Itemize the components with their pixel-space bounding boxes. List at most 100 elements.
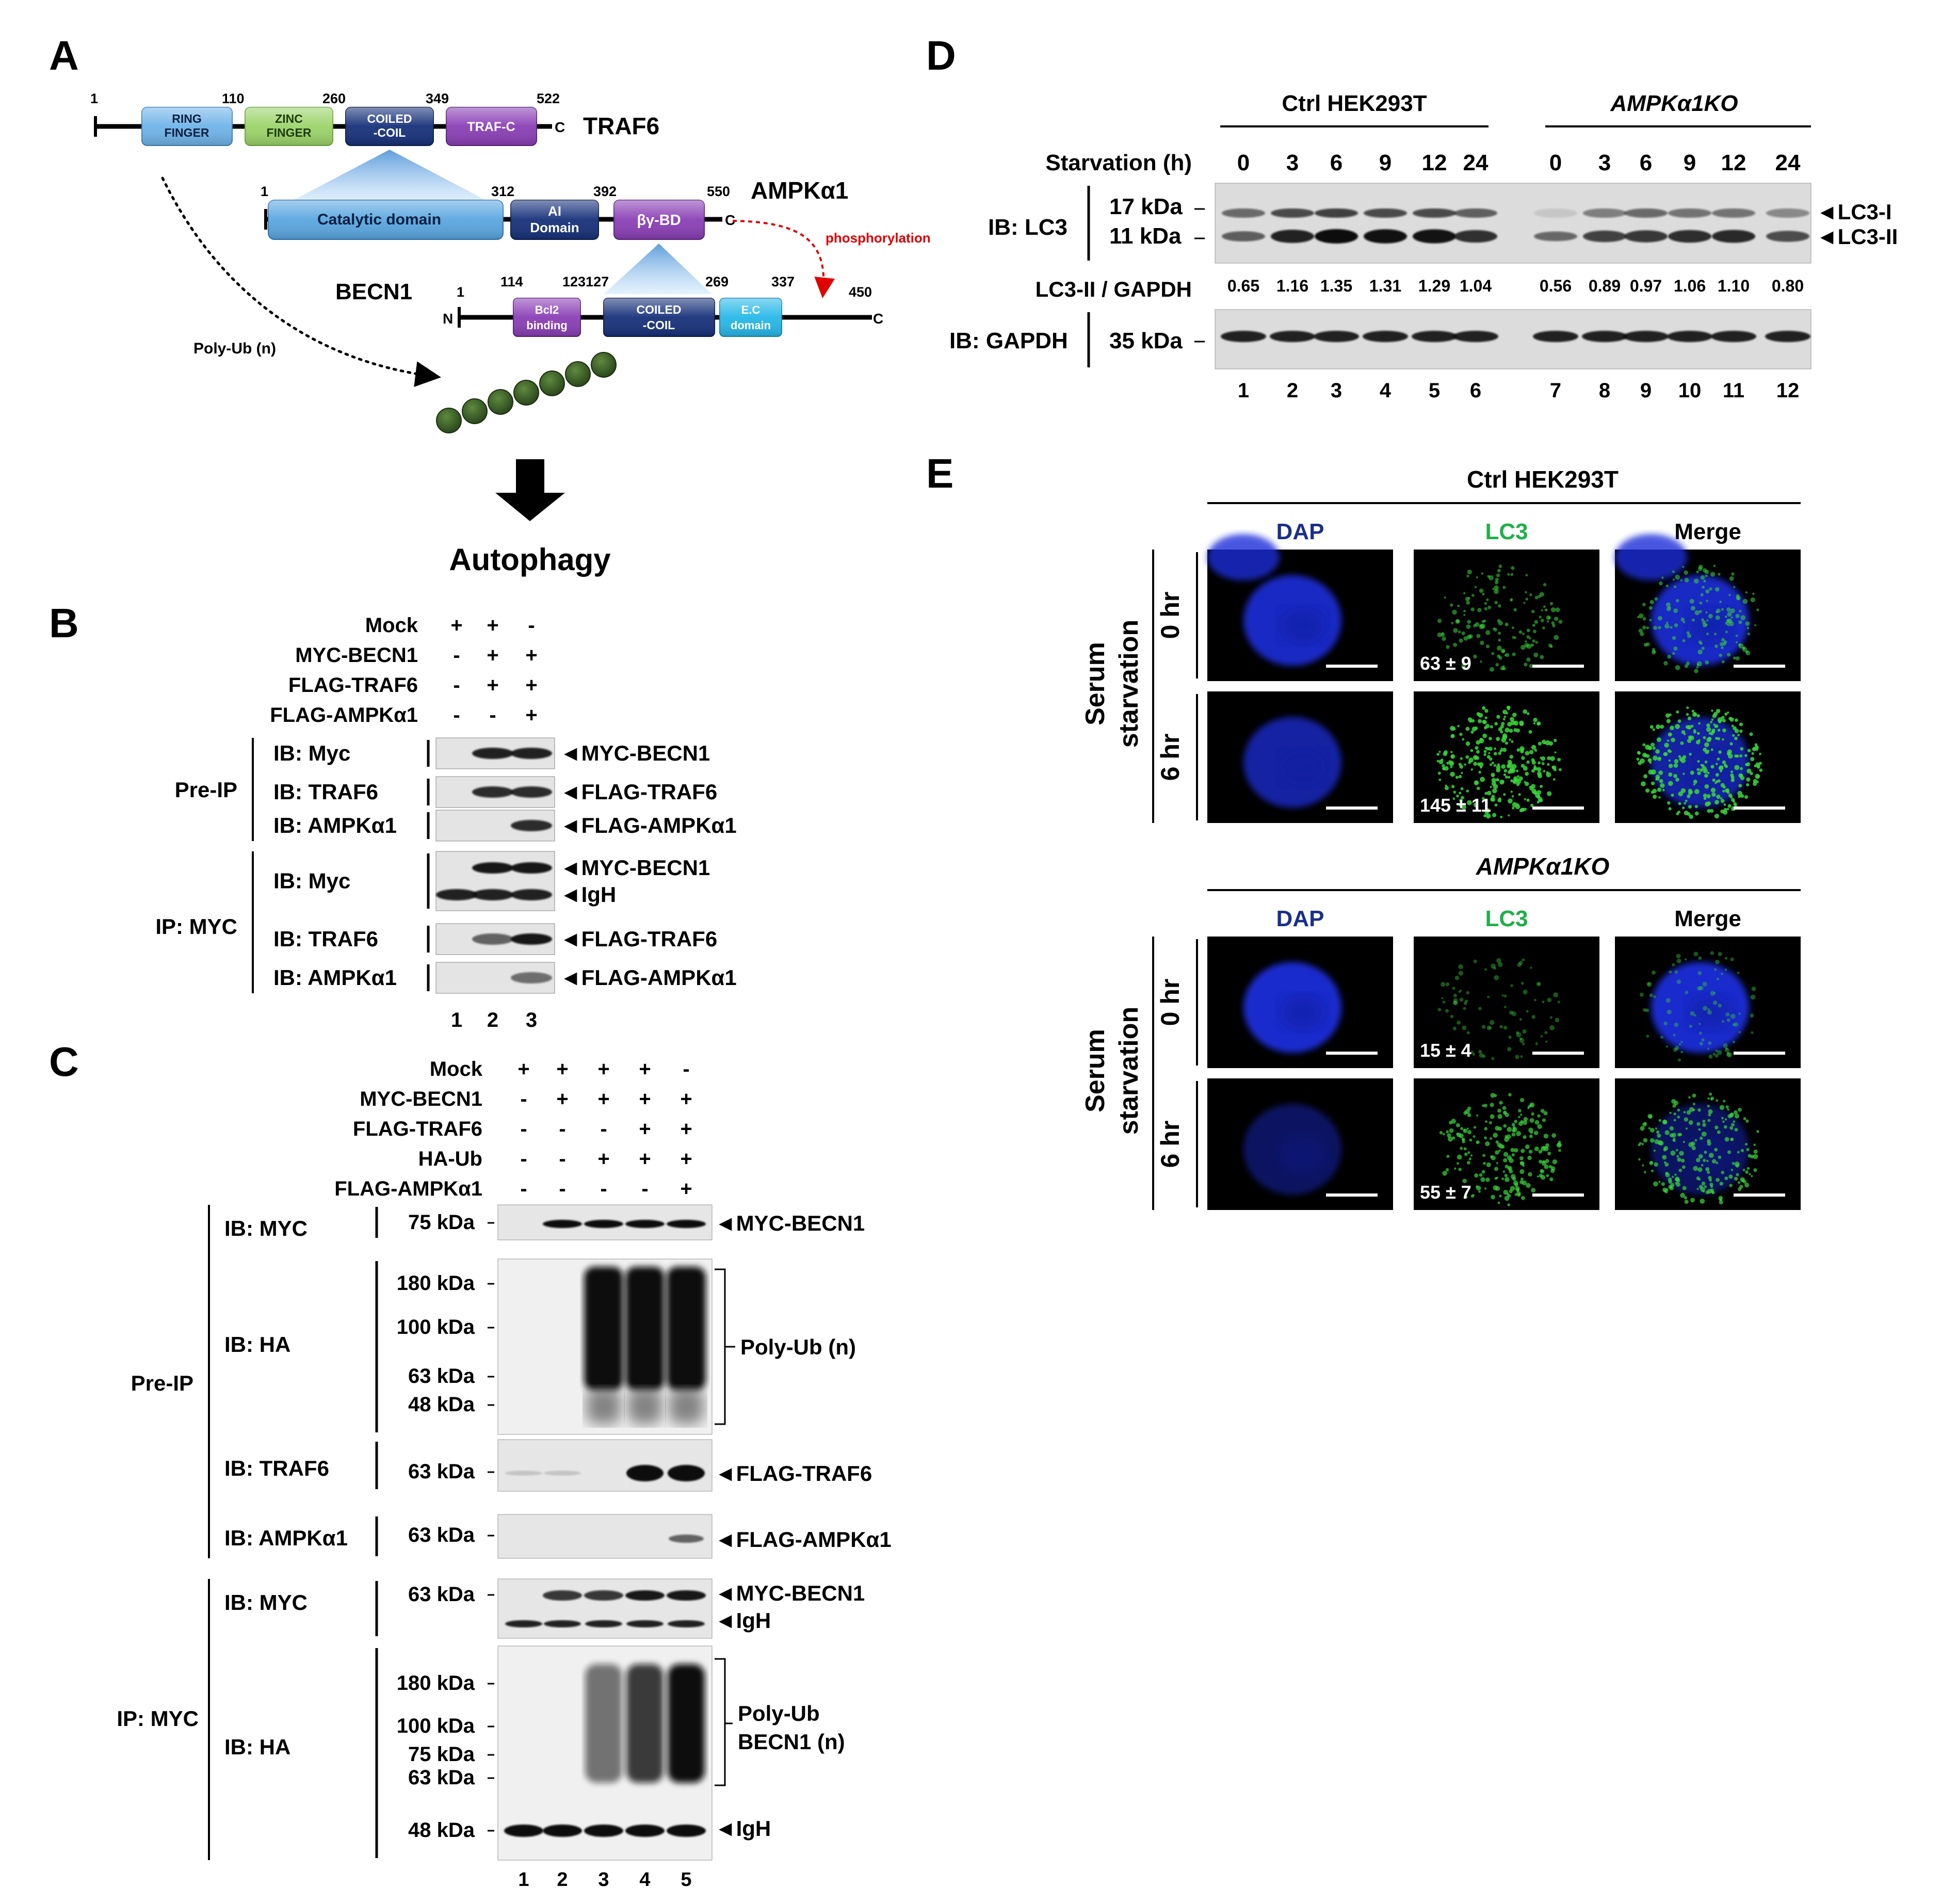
panel-d-lane-number: 1	[1238, 379, 1249, 402]
panel-e-lc3-image: 63 ± 9	[1414, 550, 1599, 681]
panel-d-lc3i-band	[1413, 208, 1456, 218]
panel-b-band	[511, 786, 552, 798]
becn1-pos-123127: 123127	[562, 274, 609, 289]
traf6-pos-522: 522	[537, 91, 560, 106]
panel-c-mw-marker: 63 kDa	[408, 1365, 475, 1387]
panel-d-band-marker: ◄LC3-I	[1816, 200, 1892, 224]
panel-d-lc3ii-band	[1454, 230, 1497, 243]
panel-c-condition-sign: +	[680, 1118, 692, 1140]
panel-a-domain-diagram: 1 110 260 349 522 RING FINGER ZINC FINGE…	[90, 91, 931, 577]
panel-d-timepoint: 9	[1684, 150, 1696, 175]
panel-d-gapdh-band	[1453, 331, 1498, 342]
panel-c-smear	[625, 1267, 665, 1391]
panel-b-band-marker: ◄MYC-BECN1	[560, 856, 710, 880]
panel-c-ib-label: IB: TRAF6	[224, 1456, 329, 1480]
panel-c-mw-marker: 48 kDa	[408, 1393, 475, 1416]
panel-b-lane-number: 2	[487, 1009, 498, 1031]
panel-d-lc3i-band	[1624, 208, 1668, 218]
panel-b-condition-sign: -	[453, 704, 460, 727]
panel-c-condition-sign: -	[520, 1088, 527, 1110]
panel-c-condition-sign: -	[520, 1177, 527, 1200]
traf6-ampk-interaction-funnel	[286, 150, 493, 204]
panel-d-ratio-value: 0.56	[1540, 277, 1572, 295]
panel-d-lane-number: 10	[1678, 379, 1702, 402]
panel-e-time-label: 6 hr	[1156, 734, 1185, 781]
panel-c-band	[668, 1465, 705, 1481]
panel-c-condition-sign: +	[556, 1088, 568, 1110]
panel-d-lc3ii-band	[1271, 230, 1314, 243]
panel-c-mw-marker: 63 kDa	[408, 1766, 475, 1789]
panel-d-mw: 17 kDa	[1109, 194, 1183, 219]
panel-d-ratio-value: 1.35	[1320, 277, 1352, 295]
panel-b-band	[511, 820, 552, 831]
panel-b-band	[511, 933, 552, 945]
panel-d-lane-number: 11	[1723, 379, 1744, 402]
becn1-n-terminal: N	[443, 311, 453, 327]
ampk-domain-bgbd-label: βγ-BD	[637, 212, 681, 229]
panel-c-condition-sign: -	[559, 1177, 565, 1200]
ub-bead	[539, 370, 565, 396]
panel-d-lane-number: 12	[1776, 379, 1800, 402]
panel-d-timepoint: 0	[1549, 150, 1562, 175]
panel-b-condition-label: FLAG-AMPKα1	[270, 704, 418, 727]
becn1-pos-337: 337	[771, 274, 795, 289]
panel-d-lc3i-band	[1668, 208, 1711, 218]
panel-c-group-label: IP: MYC	[117, 1706, 199, 1731]
panel-c-band-marker: Poly-Ub (n)	[740, 1335, 856, 1359]
panel-c-condition-sign: -	[520, 1148, 527, 1170]
ub-bead	[591, 352, 617, 378]
panel-b-band	[472, 889, 513, 900]
panel-e-puncta-count: 55 ± 7	[1420, 1182, 1471, 1203]
panel-b-condition-sign: -	[453, 674, 460, 697]
panel-c-band	[585, 1620, 622, 1627]
panel-b-condition-sign: +	[487, 614, 498, 637]
panel-b-condition-sign: +	[525, 644, 537, 667]
autophagy-label: Autophagy	[449, 542, 611, 577]
panel-d-gapdh-blot	[1215, 309, 1811, 369]
panel-letter-d: D	[926, 33, 956, 78]
panel-c-band	[625, 1590, 665, 1601]
panel-c-mw-marker: 100 kDa	[397, 1316, 475, 1338]
panel-d-lane-number: 2	[1287, 379, 1298, 402]
panel-c-mw-marker: 75 kDa	[408, 1743, 475, 1766]
panel-c-band	[543, 1590, 582, 1601]
becn1-domain-bcl2-line1: Bcl2	[535, 303, 559, 316]
panel-b-ib-label: IB: TRAF6	[273, 927, 378, 951]
panel-c-condition-sign: -	[600, 1118, 607, 1140]
panel-c-condition-sign: -	[559, 1148, 565, 1170]
panel-d-lc3ii-band	[1712, 230, 1755, 243]
panel-c-condition-label: FLAG-TRAF6	[353, 1118, 482, 1140]
panel-b-lane-number: 1	[451, 1009, 462, 1031]
panel-e-block-title: AMPKα1KO	[1476, 853, 1610, 880]
traf6-domain-zinc-line1: ZINC	[275, 112, 303, 125]
panel-c-lane-number: 3	[598, 1869, 609, 1891]
panel-d-timepoint: 9	[1379, 150, 1392, 175]
ampk-protein: 1 312 392 550 Catalytic domain AI Domain…	[261, 177, 848, 240]
becn1-domain-ec-line1: E.C	[741, 303, 761, 316]
panel-letter-a: A	[49, 33, 79, 78]
panel-c-band-marker: ◄MYC-BECN1	[715, 1581, 865, 1605]
panel-e-dapi-image	[1207, 937, 1393, 1068]
panel-c-lane-number: 4	[639, 1869, 650, 1891]
panel-c-mw-marker: 63 kDa	[408, 1583, 475, 1606]
panel-e-lc3-image: 15 ± 4	[1414, 937, 1599, 1068]
panel-c-group-label: Pre-IP	[131, 1371, 193, 1395]
panel-d-lane-number: 4	[1380, 379, 1392, 402]
panel-c-band-marker: BECN1 (n)	[738, 1730, 845, 1754]
panel-b-condition-label: Mock	[365, 614, 418, 637]
panel-b-band-marker: ◄FLAG-AMPKα1	[560, 965, 737, 990]
panel-c-band	[504, 1825, 543, 1837]
panel-d-gapdh-band	[1667, 331, 1712, 342]
panel-e-condition-line1: Serum	[1080, 642, 1110, 725]
ub-bead	[513, 380, 539, 406]
panel-d-ratio-value: 0.89	[1589, 277, 1621, 295]
ampk-pos-392: 392	[593, 184, 617, 199]
panel-letter-c: C	[49, 1039, 79, 1085]
panel-d-timepoint: 24	[1463, 150, 1489, 175]
panel-e-merge-image	[1615, 937, 1801, 1068]
panel-d-band-marker: ◄LC3-II	[1816, 224, 1898, 249]
panel-c-band	[668, 1620, 705, 1627]
panel-c-condition-label: Mock	[430, 1058, 483, 1080]
becn1-c-terminal: C	[873, 311, 883, 327]
panel-d-lc3ii-band	[1668, 230, 1711, 243]
